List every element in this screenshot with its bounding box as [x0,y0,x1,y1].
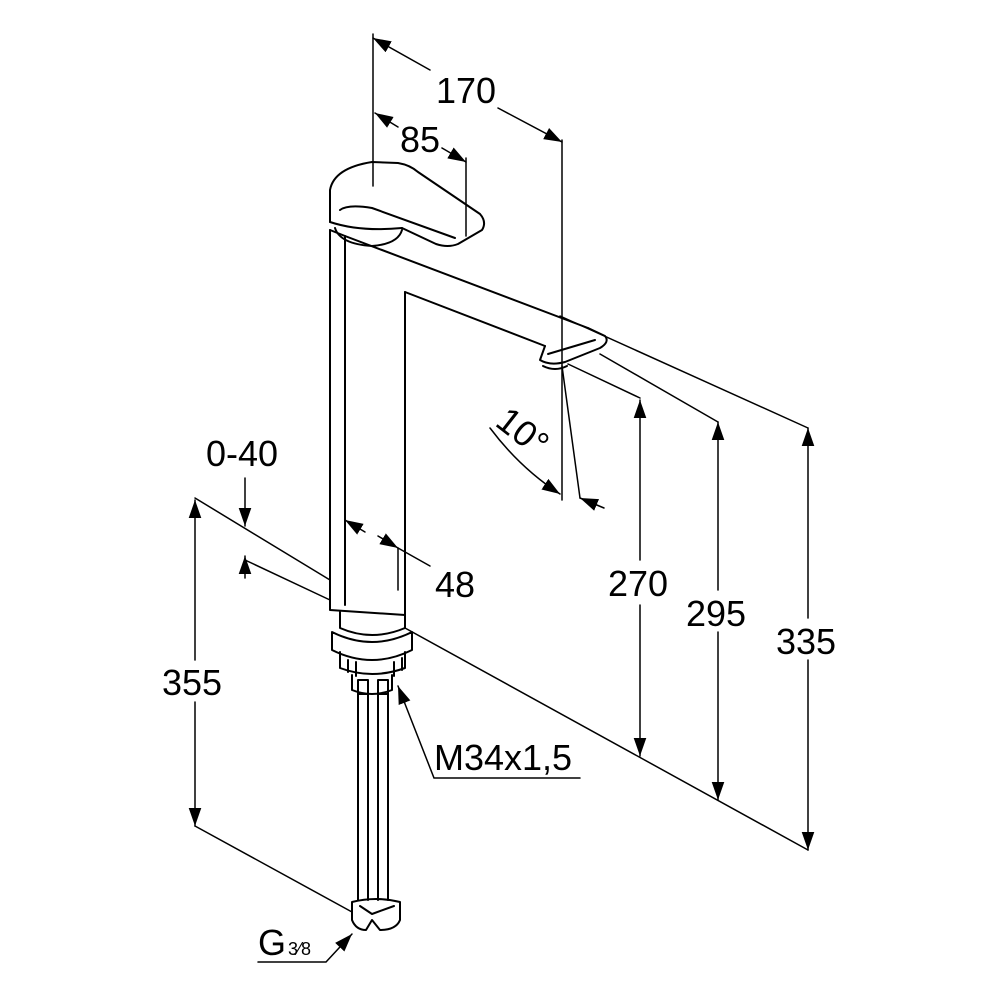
dim-outlet-height: 270 [608,399,668,757]
label-295: 295 [686,593,746,634]
faucet-body [329,229,608,616]
callout-connection-thread: G 3⁄8 [257,922,353,963]
dim-spout-top-height: 295 [686,421,746,801]
label-48: 48 [435,564,475,605]
extension-lines [194,33,809,913]
dim-hose-length: 355 [162,499,222,827]
label-10-deg: 10° [489,399,557,465]
lever-handle [329,161,486,247]
label-270: 270 [608,563,668,604]
dim-lever-length: 85 [374,112,467,163]
label-m34: M34x1,5 [434,737,572,778]
label-3-8: 3⁄8 [288,939,311,959]
supply-hoses [351,693,401,931]
dim-deck-thickness: 0-40 [206,433,278,579]
label-355: 355 [162,662,222,703]
label-g: G [258,922,286,963]
callout-mounting-thread: M34x1,5 [397,685,581,779]
dim-total-height: 335 [776,427,836,851]
label-0-40: 0-40 [206,433,278,474]
label-335: 335 [776,621,836,662]
dim-spout-reach: 170 [372,37,563,143]
label-170: 170 [436,70,496,111]
mounting-nut [331,611,413,695]
label-85: 85 [400,119,440,160]
dim-spout-angle: 10° [489,365,605,511]
dim-body-width: 48 [344,519,475,605]
label-g-letter: G [258,922,286,963]
